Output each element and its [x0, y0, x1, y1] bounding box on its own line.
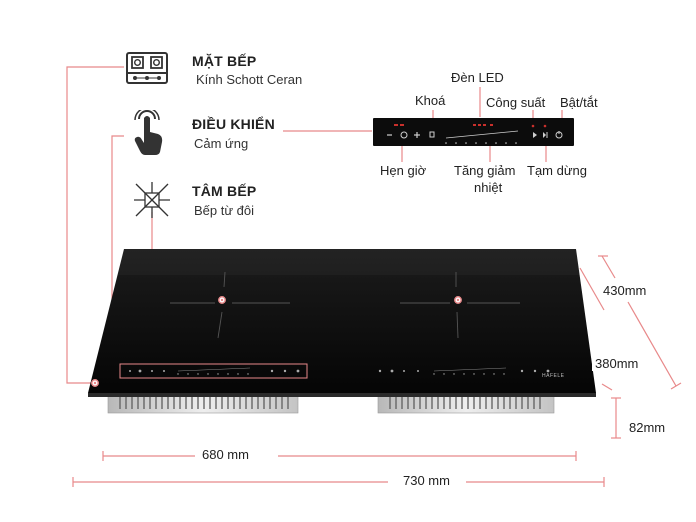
dimension-height: 82mm [626, 420, 669, 435]
label-lock: Khoá [415, 93, 446, 108]
feature-subtitle-glass: Kính Schott Ceran [196, 72, 303, 87]
label-pause: Tạm dừng [527, 163, 588, 178]
cooktop-base [107, 391, 555, 414]
cooking-zone-centers [218, 296, 462, 304]
dimension-depth: 430mm [600, 283, 650, 298]
glass-marker [91, 379, 99, 387]
feature-subtitle-zone: Bếp từ đôi [194, 203, 255, 218]
label-onoff: Bật/tắt [560, 95, 598, 110]
touch-hand-icon [134, 110, 163, 155]
feature-title-zone: TÂM BẾP [192, 183, 257, 199]
dimension-inner-depth: 380mm [592, 356, 642, 371]
label-timer: Hẹn giờ [380, 163, 427, 178]
feature-title-glass: MẶT BẾP [192, 53, 257, 69]
feature-subtitle-control: Cảm ứng [194, 136, 249, 151]
cooktop-glass [88, 249, 596, 397]
dimension-inner-width: 680 mm [199, 447, 252, 462]
feature-title-control: ĐIỀU KHIỂN [192, 116, 275, 132]
label-temp-line2: nhiệt [474, 180, 503, 195]
label-temp-line1: Tăng giảm [454, 163, 516, 178]
label-power: Công suất [486, 95, 546, 110]
gas-stove-icon [126, 52, 168, 84]
label-led: Đèn LED [451, 70, 504, 85]
cooking-zone-marks [170, 271, 520, 339]
glass-callout-line [66, 66, 124, 384]
control-strip-highlight [119, 363, 308, 379]
brand-logo: HAFELE [542, 373, 565, 379]
dimension-width: 730 mm [400, 473, 453, 488]
control-strip-icons [129, 369, 550, 375]
dimension-lines [72, 255, 682, 487]
induction-spark-icon [134, 182, 170, 218]
control-panel-zoom [373, 118, 574, 146]
